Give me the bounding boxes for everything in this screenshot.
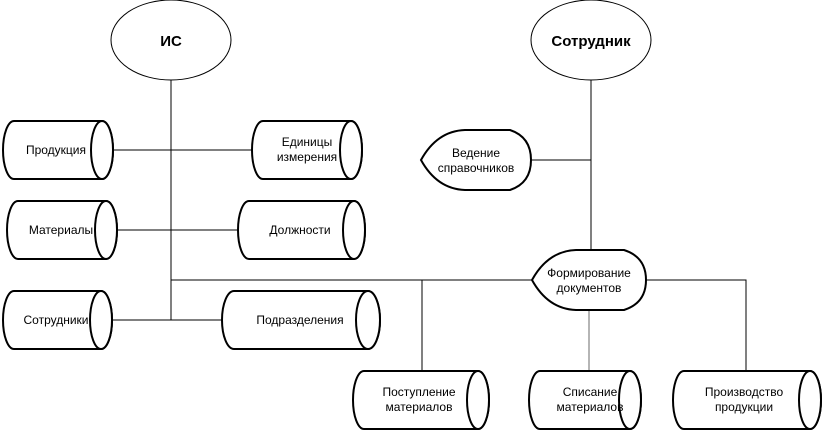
- actor-employee[interactable]: Сотрудник: [530, 0, 652, 81]
- actor-is-label: ИС: [160, 33, 182, 50]
- process-documents[interactable]: Формирование документов: [530, 249, 648, 311]
- store-materials-end: [94, 200, 118, 260]
- store-production-label-line2: продукции: [715, 400, 773, 414]
- process-references-label-line1: Ведение: [452, 146, 500, 160]
- store-employees-label: Сотрудники: [24, 313, 89, 327]
- store-units-label-line1: Единицы: [282, 135, 333, 149]
- store-employees-end: [89, 290, 113, 350]
- store-products-end: [90, 120, 114, 180]
- store-positions[interactable]: Должности: [237, 200, 366, 260]
- store-positions-label: Должности: [269, 223, 330, 237]
- store-materials-label: Материалы: [29, 223, 93, 237]
- process-references-label-line2: справочников: [438, 161, 515, 175]
- process-references-shape: [419, 129, 533, 191]
- store-writeoff-end: [618, 370, 642, 430]
- store-units[interactable]: Единицы измерения: [251, 120, 363, 180]
- actor-is-ellipse: [110, 0, 232, 81]
- store-departments-end: [355, 290, 381, 350]
- store-receipt-label-line1: Поступление: [382, 385, 455, 399]
- store-writeoff[interactable]: Списание материалов: [528, 370, 642, 430]
- connectors: [110, 80, 747, 372]
- store-materials[interactable]: Материалы: [6, 200, 118, 260]
- store-units-label-line2: измерения: [277, 150, 337, 164]
- actor-employee-ellipse: [530, 0, 652, 81]
- store-writeoff-label-line1: Списание: [563, 385, 618, 399]
- store-production-end: [798, 370, 822, 430]
- store-receipt[interactable]: Поступление материалов: [352, 370, 490, 430]
- store-positions-end: [342, 200, 366, 260]
- store-departments[interactable]: Подразделения: [221, 290, 381, 350]
- process-documents-label-line2: документов: [557, 281, 622, 295]
- store-production[interactable]: Производство продукции: [672, 370, 822, 430]
- store-employees[interactable]: Сотрудники: [2, 290, 113, 350]
- store-writeoff-label-line2: материалов: [557, 400, 624, 414]
- store-receipt-label-line2: материалов: [386, 400, 453, 414]
- store-departments-label: Подразделения: [256, 313, 343, 327]
- process-documents-label-line1: Формирование: [547, 266, 631, 280]
- connector-production: [646, 279, 747, 372]
- store-units-end: [339, 120, 363, 180]
- store-receipt-end: [466, 370, 490, 430]
- store-products[interactable]: Продукция: [2, 120, 114, 180]
- store-products-label: Продукция: [26, 143, 86, 157]
- store-production-label-line1: Производство: [705, 385, 784, 399]
- actor-is[interactable]: ИС: [110, 0, 232, 81]
- process-documents-shape: [530, 249, 648, 311]
- process-references[interactable]: Ведение справочников: [419, 129, 533, 191]
- actor-employee-label: Сотрудник: [551, 33, 631, 50]
